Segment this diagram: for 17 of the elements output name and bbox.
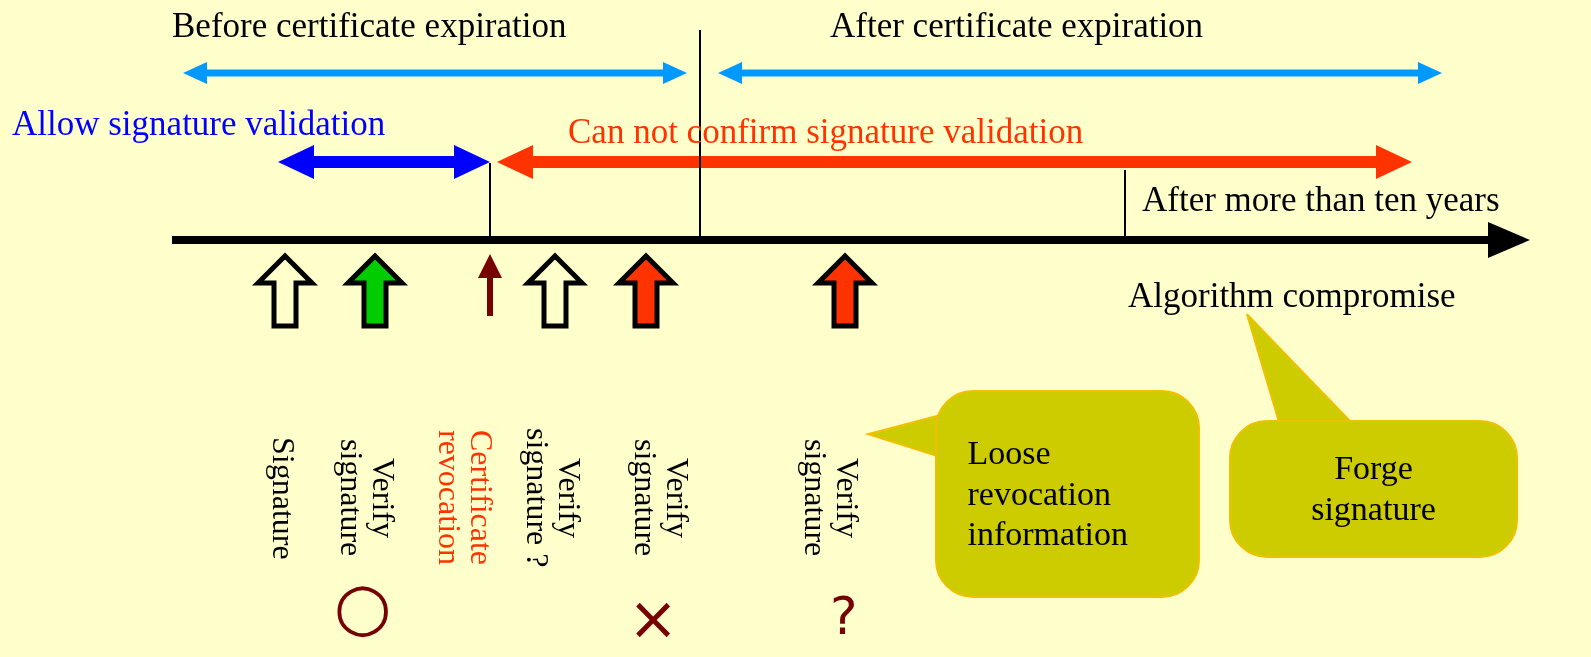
callout-tail: [864, 414, 938, 458]
event-label: Verify signature: [630, 438, 694, 559]
callout-text: Forge signature: [1310, 448, 1437, 529]
callout-text: Loose revocation information: [967, 432, 1130, 555]
range-label: Allow signature validation: [12, 104, 386, 145]
heading-text: Before certificate expiration: [172, 6, 567, 47]
result-mark: ○: [334, 574, 392, 640]
event-label: Verify signature ?: [522, 427, 586, 570]
result-mark: ×: [628, 588, 679, 648]
event-label: After more than ten years: [1142, 180, 1500, 221]
result-mark: ?: [830, 590, 858, 642]
heading-text: After certificate expiration: [830, 6, 1204, 47]
event-label: Algorithm compromise: [1128, 276, 1456, 317]
event-label: Verify signature: [336, 438, 400, 559]
event-label: Signature: [268, 435, 300, 562]
event-label: Certificate revocation: [434, 429, 498, 568]
callout-bubble: [935, 390, 1200, 598]
